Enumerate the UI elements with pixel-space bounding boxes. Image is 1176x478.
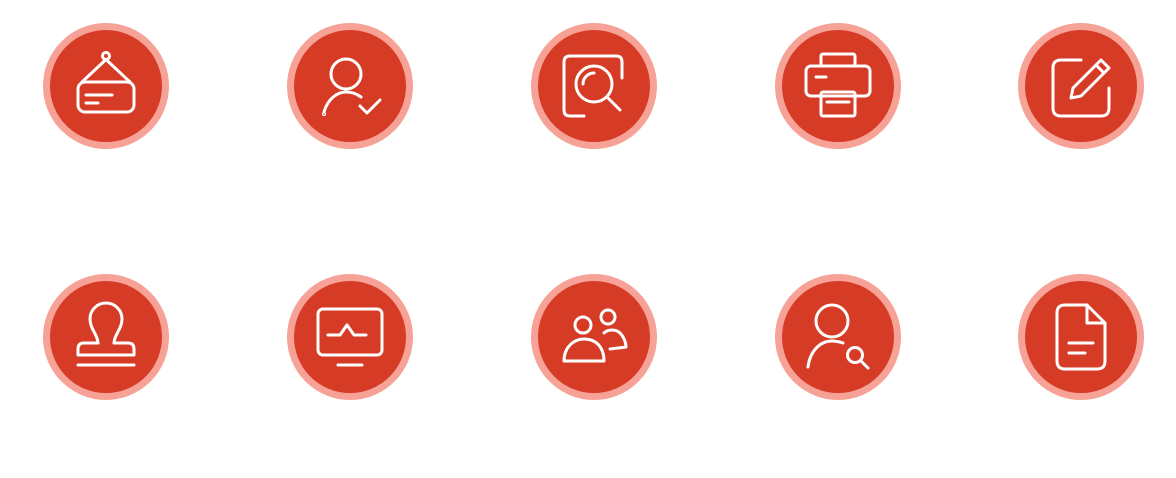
hanging-sign-glyph (76, 51, 136, 114)
search-frame-glyph (562, 54, 624, 118)
user-search-glyph (806, 303, 870, 370)
user-search-icon[interactable] (775, 274, 901, 400)
printer-icon[interactable] (775, 23, 901, 149)
user-check-glyph (321, 57, 382, 117)
document-icon[interactable] (1018, 274, 1144, 400)
edit-glyph (1051, 58, 1111, 118)
hanging-sign-icon[interactable] (43, 23, 169, 149)
document-glyph (1055, 303, 1107, 371)
stamp-glyph (76, 301, 136, 367)
edit-icon[interactable] (1018, 23, 1144, 149)
monitor-chart-icon[interactable] (287, 274, 413, 400)
printer-glyph (804, 52, 872, 118)
user-check-icon[interactable] (287, 23, 413, 149)
users-group-icon[interactable] (531, 274, 657, 400)
monitor-chart-glyph (316, 307, 384, 367)
search-frame-icon[interactable] (531, 23, 657, 149)
stamp-icon[interactable] (43, 274, 169, 400)
users-group-glyph (562, 308, 628, 363)
